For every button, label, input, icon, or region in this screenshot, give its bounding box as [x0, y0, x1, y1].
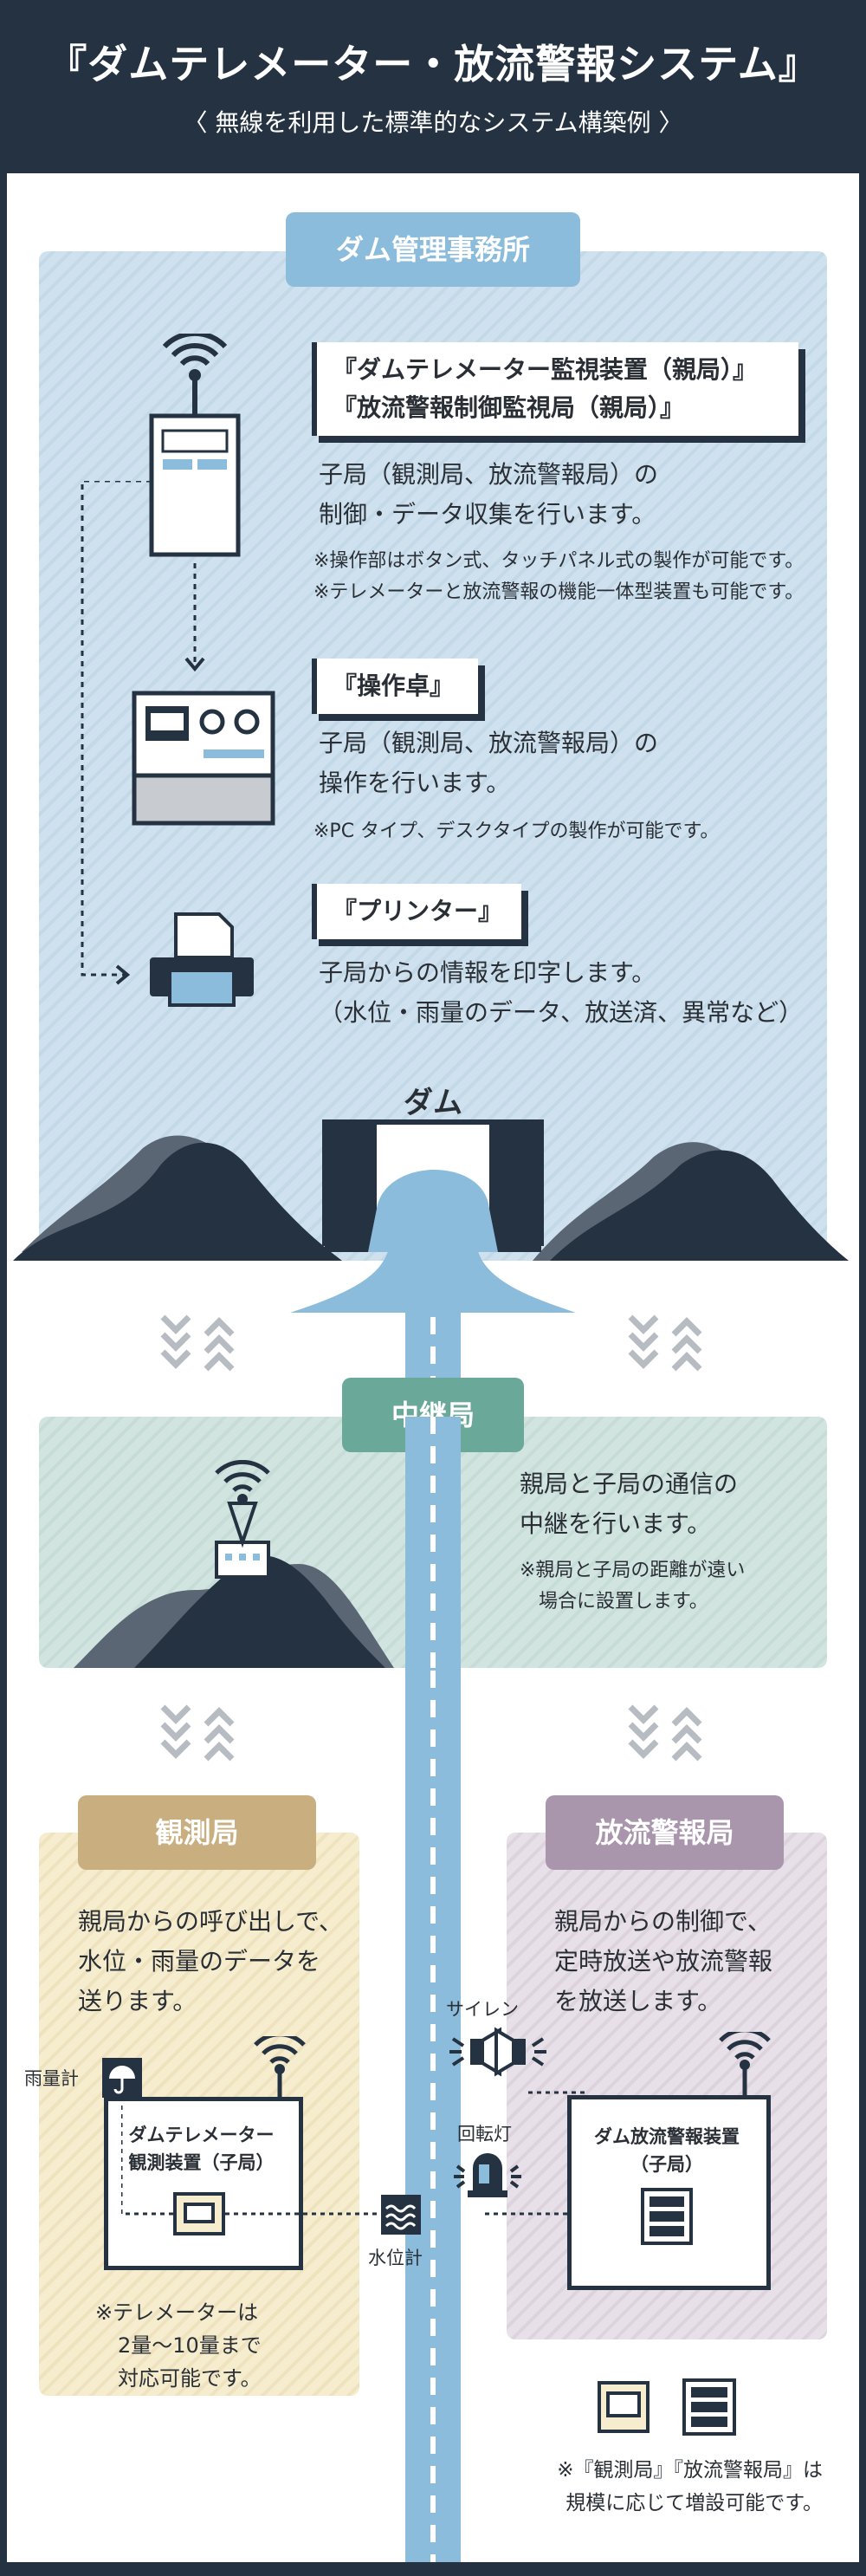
observation-desc-line1: 親局からの呼び出しで、: [78, 1907, 344, 1936]
relay-desc-line2: 中継を行います。: [520, 1509, 712, 1538]
siren-icon: [449, 2027, 546, 2077]
footer-observation-icon: [598, 2381, 650, 2433]
beacon-label: 回転灯: [457, 2124, 512, 2145]
observation-device-line1: ダムテレメーター: [128, 2125, 275, 2145]
parent-station-desc-line1: 子局（観測局、放流警報局）の: [319, 460, 659, 489]
river-line: [430, 1317, 436, 2562]
warning-desc-line2: 定時放送や放流警報: [554, 1947, 773, 1976]
observation-desc: 親局からの呼び出しで、 水位・雨量のデータを 送ります。: [78, 1902, 355, 2021]
frame-left: [0, 173, 7, 2576]
warning-desc-line1: 親局からの制御で、: [554, 1907, 772, 1936]
printer-desc-line1: 子局からの情報を印字します。: [319, 958, 656, 987]
parent-station-desc: 子局（観測局、放流警報局）の 制御・データ収集を行います。: [319, 455, 804, 535]
footer-warning-icon: [682, 2378, 736, 2436]
printer-icon: [150, 912, 254, 1007]
footer-note: ※『観測局』『放流警報局』は 規模に応じて増設可能です。: [511, 2454, 823, 2520]
warning-label: 放流警報局: [546, 1795, 784, 1870]
rain-gauge-label: 雨量計: [24, 2068, 79, 2089]
relay-note-line1: ※親局と子局の距離が遠い: [520, 1560, 746, 1581]
warning-antenna-icon: [719, 2032, 771, 2097]
printer-desc: 子局からの情報を印字します。 （水位・雨量のデータ、放送済、異常など）: [319, 953, 821, 1033]
console-desc: 子局（観測局、放流警報局）の 操作を行います。: [319, 723, 804, 803]
observation-dotted-links: [121, 2097, 381, 2216]
relay-desc-line1: 親局と子局の通信の: [520, 1470, 739, 1498]
warning-desc: 親局からの制御で、 定時放送や放流警報 を放送します。: [554, 1902, 823, 2021]
parent-station-note1: ※操作部はボタン式、タッチパネル式の製作が可能です。: [313, 550, 805, 572]
dam-scene: [13, 1119, 849, 1313]
observation-note-line2: 2量〜10量まで: [118, 2333, 262, 2358]
umbrella-icon: [102, 2058, 142, 2098]
frame-right: [859, 173, 866, 2576]
header-banner: 『ダムテレメーター・放流警報システム』 〈 無線を利用した標準的なシステム構築例…: [0, 0, 866, 173]
observation-antenna-icon: [254, 2036, 306, 2097]
relay-tower-icon: [74, 1460, 394, 1668]
comm-arrows-right-upper: [628, 1314, 702, 1372]
dam-office-label: ダム管理事務所: [286, 212, 580, 287]
parent-station-title-line1: 『ダムテレメーター監視装置（親局）』: [333, 355, 758, 384]
footer-note-line1: ※『観測局』『放流警報局』は: [557, 2459, 823, 2482]
observation-desc-line2: 水位・雨量のデータを: [78, 1947, 321, 1976]
console-desc-line1: 子局（観測局、放流警報局）の: [319, 729, 659, 757]
siren-label: サイレン: [446, 1999, 519, 2020]
warning-device-line1: ダム放流警報装置: [594, 2126, 740, 2147]
parent-station-desc-line2: 制御・データ収集を行います。: [319, 500, 656, 529]
footer-note-line2: 規模に応じて増設可能です。: [565, 2492, 823, 2514]
observation-device-line2: 観測装置（子局）: [128, 2152, 275, 2173]
observation-note-line1: ※テレメーターは: [95, 2300, 259, 2325]
water-gauge-label: 水位計: [368, 2248, 423, 2268]
river-line-relay: [430, 1417, 436, 1668]
warning-device-line2: （子局）: [630, 2154, 703, 2175]
beacon-icon: [454, 2153, 521, 2197]
comm-arrows-right-lower: [628, 1704, 702, 1762]
comm-arrows-left-upper: [160, 1314, 235, 1372]
relay-note-line2: 場合に設置します。: [539, 1591, 708, 1612]
warning-device-label: ダム放流警報装置 （子局）: [572, 2123, 762, 2178]
observation-unit-icon: [173, 2192, 225, 2235]
parent-station-note2: ※テレメーターと放流警報の機能一体型装置も可能です。: [313, 581, 805, 603]
console-title: 『操作卓』: [312, 659, 478, 714]
console-desc-line2: 操作を行います。: [319, 769, 511, 797]
parent-station-device-icon: [149, 334, 241, 557]
page-title: 『ダムテレメーター・放流警報システム』: [47, 41, 819, 88]
observation-note-line3: 対応可能です。: [118, 2366, 262, 2391]
comm-arrows-left-lower: [160, 1704, 235, 1762]
page-subtitle: 〈 無線を利用した標準的なシステム構築例 〉: [183, 108, 683, 137]
observation-label: 観測局: [78, 1795, 316, 1870]
relay-desc: 親局と子局の通信の 中継を行います。: [520, 1464, 814, 1544]
parent-station-title: 『ダムテレメーター監視装置（親局）』 『放流警報制御監視局（親局）』: [312, 342, 798, 436]
observation-desc-line3: 送ります。: [78, 1987, 197, 2015]
console-icon: [132, 691, 275, 826]
warning-desc-line3: を放送します。: [554, 1987, 722, 2015]
printer-desc-line2: （水位・雨量のデータ、放送済、異常など）: [319, 998, 804, 1027]
frame-bottom: [0, 2562, 866, 2576]
observation-device-box: [104, 2097, 303, 2270]
warning-unit-icon: [641, 2188, 693, 2245]
observation-device-label: ダムテレメーター 観測装置（子局）: [108, 2121, 294, 2177]
printer-title: 『プリンター』: [312, 884, 521, 939]
water-gauge-icon: [381, 2195, 421, 2235]
parent-station-notes: ※操作部はボタン式、タッチパネル式の製作が可能です。 ※テレメーターと放流警報の…: [313, 546, 824, 608]
dam-label: ダム: [404, 1086, 462, 1120]
dotted-connector: [81, 481, 205, 985]
warning-dotted-links: [485, 2091, 669, 2270]
parent-station-title-line2: 『放流警報制御監視局（親局）』: [333, 393, 685, 422]
console-note: ※PC タイプ、デスクタイプの製作が可能です。: [313, 821, 720, 842]
relay-note: ※親局と子局の距離が遠い 場合に設置します。: [520, 1555, 814, 1618]
observation-note: ※テレメーターは 2量〜10量まで 対応可能です。: [95, 2296, 338, 2395]
